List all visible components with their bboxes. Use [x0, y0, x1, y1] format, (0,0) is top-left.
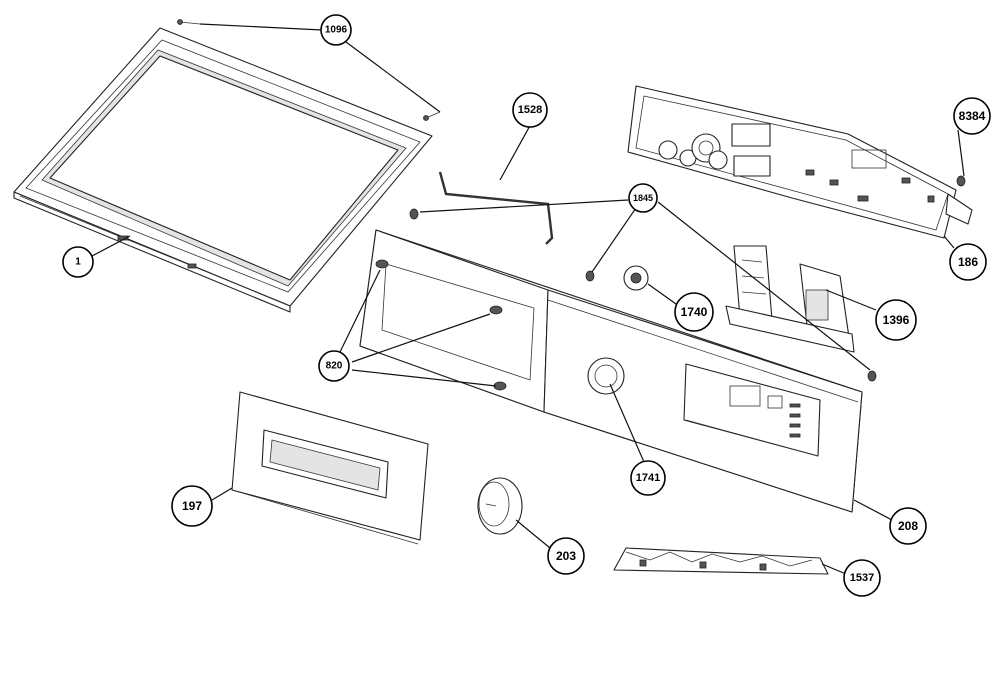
callout-820: 820: [318, 350, 350, 382]
callout-186: 186: [949, 243, 987, 281]
callout-1528: 1528: [512, 92, 548, 128]
board-screw: [956, 175, 966, 187]
callout-1845: 1845: [628, 183, 658, 213]
screw-1845-c: [867, 370, 877, 382]
control-board-part: [627, 85, 973, 239]
callout-1096: 1096: [320, 14, 352, 46]
svg-text:208: 208: [898, 519, 918, 533]
callout-208: 208: [889, 507, 927, 545]
callout-1740: 1740: [674, 292, 714, 332]
callout-203: 203: [547, 537, 585, 575]
callout-1396: 1396: [875, 299, 917, 341]
rotary-encoder-part: [623, 265, 649, 291]
svg-text:203: 203: [556, 549, 576, 563]
callout-8384: 8384: [953, 97, 991, 135]
svg-text:1528: 1528: [518, 104, 542, 116]
svg-text:1: 1: [75, 257, 81, 268]
svg-text:1096: 1096: [325, 25, 348, 36]
svg-text:8384: 8384: [959, 109, 986, 123]
svg-text:197: 197: [182, 499, 202, 513]
switch-module-part: [725, 245, 855, 353]
selector-knob-part: [477, 477, 523, 535]
dispenser-drawer-handle-part: [231, 391, 429, 545]
svg-text:1741: 1741: [636, 472, 660, 484]
control-panel-housing-part: [359, 229, 863, 513]
button-strip-part: [613, 547, 829, 575]
svg-text:1396: 1396: [883, 313, 910, 327]
svg-text:1740: 1740: [681, 305, 708, 319]
screw-1845-b: [585, 270, 595, 282]
leader-lines: [91, 23, 965, 575]
callout-1537: 1537: [843, 559, 881, 597]
svg-text:1845: 1845: [633, 193, 653, 203]
svg-text:1537: 1537: [850, 572, 874, 584]
lid-screw-left: [177, 19, 201, 25]
screw-1845-a: [409, 208, 419, 220]
callout-197: 197: [171, 485, 213, 527]
lid-screw-right: [423, 111, 441, 121]
svg-text:820: 820: [326, 361, 343, 372]
callout-1: 1: [62, 246, 94, 278]
callout-1741: 1741: [630, 460, 666, 496]
clip-820-b: [489, 305, 503, 315]
svg-text:186: 186: [958, 255, 978, 269]
wire-bracket-part: [438, 171, 554, 245]
clip-820-a: [375, 259, 389, 269]
top-cover-part: [13, 27, 433, 313]
